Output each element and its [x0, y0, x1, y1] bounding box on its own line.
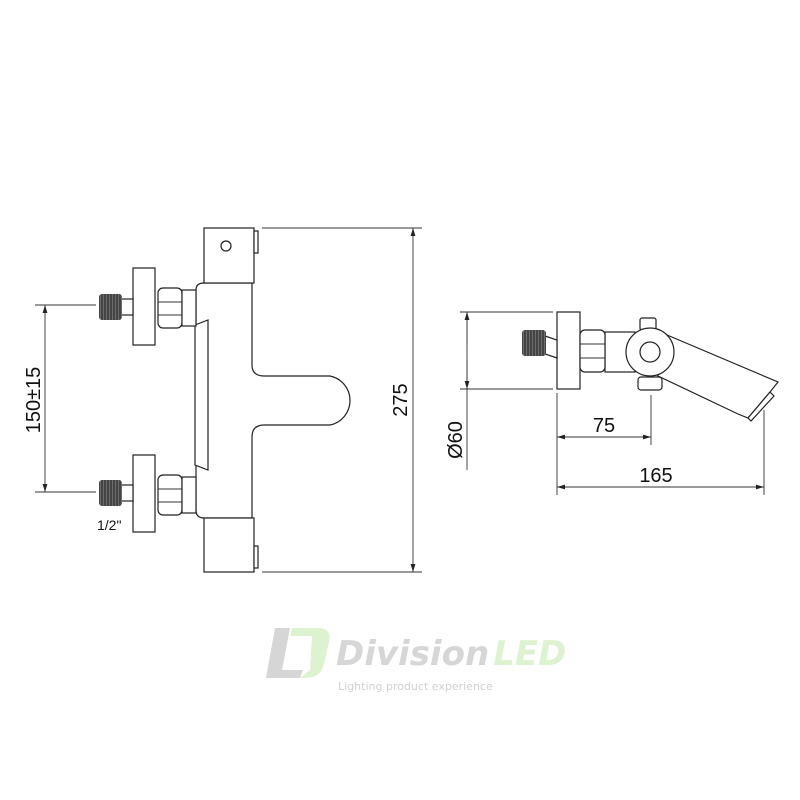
side-nut	[579, 329, 606, 373]
side-knurled-knob	[522, 330, 546, 356]
body-recess	[194, 319, 209, 471]
diameter-label: Ø60	[445, 421, 467, 459]
spout-aerator	[747, 391, 775, 422]
inlet-spacing-label: 150±15	[23, 367, 45, 434]
top-cap	[203, 227, 255, 284]
side-flange	[556, 311, 581, 390]
stem	[120, 298, 134, 316]
front-view: 150±15 1/2" 275	[23, 227, 422, 573]
bottom-cap-tab	[253, 545, 259, 569]
inlet-size-label: 1/2"	[97, 517, 121, 533]
hex-nut	[157, 474, 183, 516]
side-stem	[544, 335, 558, 359]
stem	[120, 484, 134, 502]
side-view: Ø60 75 165	[445, 311, 779, 495]
upper-inlet	[99, 267, 197, 346]
depth-label: 165	[639, 465, 672, 487]
top-cap-tab	[253, 230, 259, 254]
control-spindle	[639, 341, 661, 363]
mixer-body	[195, 282, 351, 519]
top-cap-hole	[220, 240, 232, 252]
bottom-cap	[203, 517, 255, 573]
lower-inlet	[99, 454, 197, 533]
height-label: 275	[390, 383, 412, 416]
hex-nut	[157, 287, 183, 329]
knurled-knob	[99, 294, 122, 320]
flange	[132, 267, 156, 346]
watermark: Division LED Lighting product experience	[266, 628, 566, 693]
connector	[181, 476, 197, 514]
dimension-diameter	[460, 311, 553, 470]
dimension-height	[262, 227, 422, 573]
knurled-knob	[99, 480, 122, 506]
spout-offset-label: 75	[593, 415, 615, 437]
dimension-inlet-spacing	[35, 304, 96, 493]
bottom-outlet	[637, 376, 663, 391]
watermark-brand-led: LED	[493, 634, 566, 674]
watermark-tagline: Lighting product experience	[338, 680, 493, 693]
watermark-logo	[266, 628, 303, 678]
connector	[181, 289, 197, 327]
dimension-spout-offset	[556, 393, 652, 495]
flange	[132, 454, 156, 533]
dimension-depth	[557, 410, 765, 495]
watermark-brand: Division	[336, 634, 489, 674]
